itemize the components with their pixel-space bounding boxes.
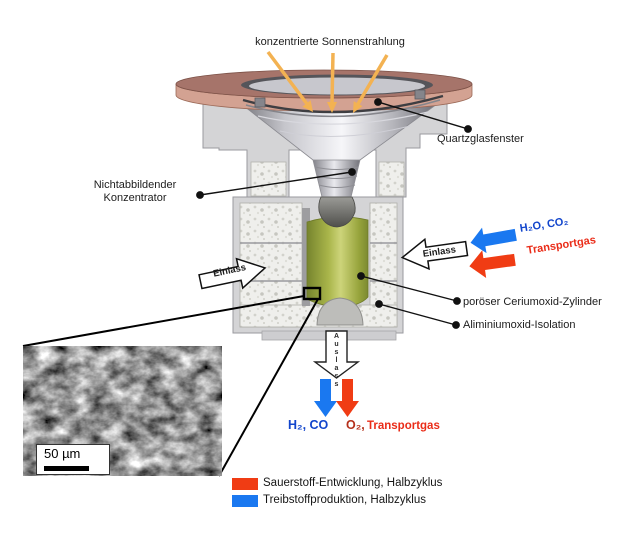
sem-scale-box: 50 µm — [36, 444, 110, 475]
legend-swatch-blue — [232, 495, 258, 507]
ceria-cylinder-label: poröser Ceriumoxid-Zylinder — [463, 296, 602, 308]
leader-lines — [196, 98, 472, 329]
window-clamp-right — [414, 89, 426, 100]
legend-label-oxygen: Sauerstoff-Entwicklung, Halbzyklus — [263, 477, 443, 489]
outlet-arrow — [312, 330, 361, 379]
legend-label-fuel: Treibstoffproduktion, Halbzyklus — [263, 494, 426, 506]
callout-line-lower — [218, 298, 319, 477]
funnel-reflection-arc-1 — [257, 111, 429, 125]
solar-ray-arrows — [266, 50, 389, 113]
detail-callout — [22, 286, 322, 477]
concentrator-label-line2: Konzentrator — [103, 192, 167, 204]
sem-scale-label: 50 µm — [44, 446, 81, 461]
neck-ring-3 — [318, 184, 356, 188]
outlet-label: Auslass — [333, 333, 340, 389]
detail-marker-box — [302, 286, 322, 301]
concentrator-tip-cap — [318, 196, 356, 228]
concentrator-label: Nichtabbildender Konzentrator — [55, 179, 215, 205]
cylinder-leader — [360, 275, 458, 302]
outlet-gas-red-label: Transportgas — [367, 420, 440, 432]
cavity-floor-arch — [316, 297, 364, 326]
sem-micrograph — [23, 346, 222, 476]
concentrator-leader — [199, 171, 353, 196]
neck-ring-1 — [314, 166, 359, 170]
concentrator-label-line1: Nichtabbildender — [93, 179, 177, 191]
solar-ray-2-head — [327, 102, 337, 113]
insulation-leader — [378, 303, 457, 326]
quartz-window-label: Quartzglasfenster — [437, 133, 524, 145]
outlet-gas-blue-label: H₂, CO — [288, 418, 329, 432]
housing-leg-insulation-left — [250, 161, 287, 197]
cavity-channel-shadow — [302, 208, 310, 306]
solar-ray-3 — [356, 54, 389, 105]
ceria-cylinder — [306, 216, 369, 308]
legend-swatch-red — [232, 478, 258, 490]
outlet-gas-arrow-blue — [314, 379, 337, 417]
solar-ray-3-head — [353, 101, 363, 113]
inlet-gas-arrow-red — [469, 250, 516, 278]
inlet-arrow-right — [400, 237, 469, 271]
gasket-ring-arc — [245, 99, 441, 118]
solar-radiation-label: konzentrierte Sonnenstrahlung — [255, 36, 405, 48]
inlet-gas-arrow-blue — [470, 227, 517, 254]
sem-scale-bar — [44, 466, 89, 471]
insulation-label: Aliminiumoxid-Isolation — [463, 319, 576, 331]
callout-line-upper — [22, 295, 305, 347]
inlet-arrow-left — [198, 257, 267, 290]
window-clamp-left — [254, 97, 266, 108]
quartz-window-edge — [242, 94, 444, 114]
window-leader — [377, 101, 469, 130]
solar-ray-1-head — [302, 100, 313, 112]
funnel-reflection-arc-2 — [279, 125, 411, 137]
flange-opening-window — [249, 77, 425, 95]
housing-leg-insulation-right — [378, 161, 405, 197]
solar-ray-2 — [330, 52, 335, 104]
solar-ray-1 — [266, 50, 309, 106]
outlet-gas-o2-label: O₂, — [346, 418, 365, 432]
outlet-gas-arrow-red — [336, 379, 359, 417]
